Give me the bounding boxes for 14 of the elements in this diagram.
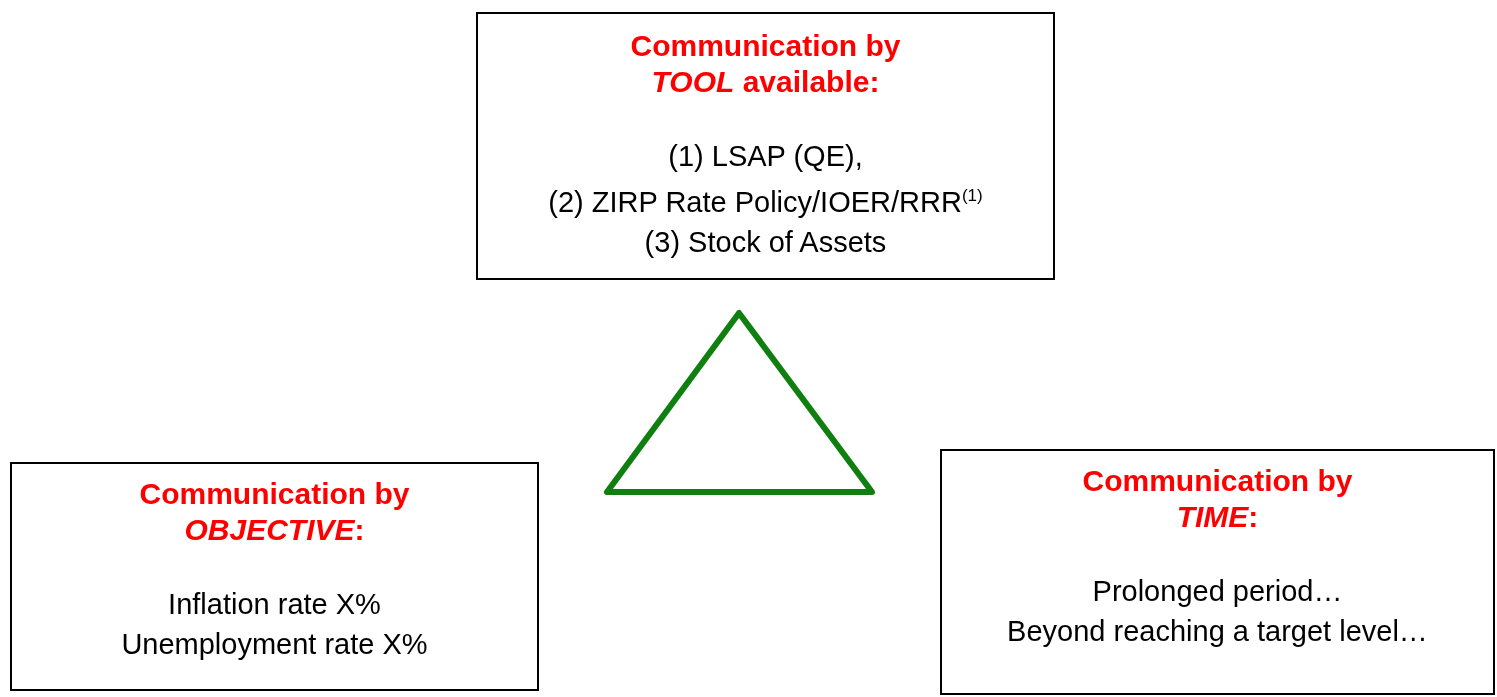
heading: Communication by OBJECTIVE: bbox=[138, 476, 411, 548]
body-text: Beyond reaching a target level… bbox=[1007, 614, 1428, 649]
triangle-shape bbox=[604, 309, 875, 496]
body-text: Prolonged period… bbox=[1092, 574, 1343, 609]
body-text: (3) Stock of Assets bbox=[644, 224, 887, 260]
heading: Communication by TIME: bbox=[1081, 463, 1354, 535]
text-box bbox=[476, 12, 1055, 280]
text-box bbox=[940, 449, 1495, 695]
body-text: Unemployment rate X% bbox=[121, 627, 428, 662]
body-text: Inflation rate X% bbox=[168, 587, 381, 622]
heading: Communication by TOOL available: bbox=[629, 28, 902, 100]
body-text: (1) LSAP (QE), bbox=[668, 139, 863, 174]
body-text: (2) ZIRP Rate Policy/IOER/RRR$^{(1)}$ bbox=[548, 184, 983, 220]
text-box bbox=[10, 462, 539, 691]
